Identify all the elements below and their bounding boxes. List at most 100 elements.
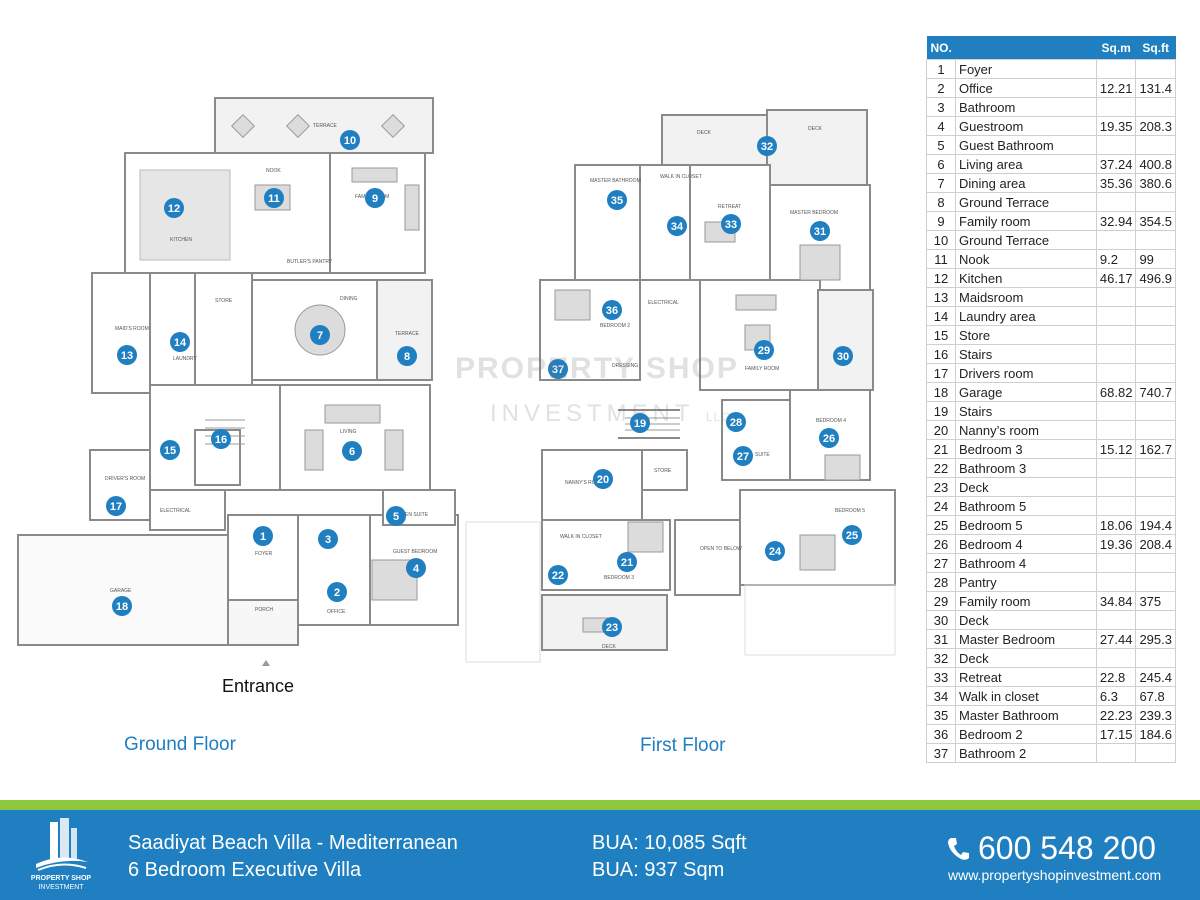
legend-cell-no: 1 — [926, 59, 956, 79]
legend-cell-name: Bedroom 4 — [955, 534, 1097, 554]
legend-cell-sqm — [1095, 287, 1137, 307]
legend-cell-name: Master Bedroom — [955, 629, 1097, 649]
bua-sqft: BUA: 10,085 Sqft — [592, 832, 747, 854]
legend-cell-sqm — [1095, 477, 1137, 497]
legend-cell-sqm: 32.94 — [1095, 211, 1137, 231]
label-dining: DINING — [340, 296, 358, 302]
legend-cell-sqft: 380.6 — [1135, 173, 1176, 193]
label-butlers: BUTLER'S PANTRY — [287, 259, 333, 265]
legend-cell-name: Bathroom 2 — [955, 743, 1097, 763]
legend-cell-sqm: 27.44 — [1095, 629, 1137, 649]
label-garage: GARAGE — [110, 588, 132, 594]
label-terrace: TERRACE — [313, 123, 338, 129]
label-retreat: RETREAT — [718, 204, 741, 210]
legend-cell-name: Ground Terrace — [955, 230, 1097, 250]
label-bed5: BEDROOM 5 — [835, 508, 865, 514]
legend-cell-no: 14 — [926, 306, 956, 326]
svg-text:2: 2 — [334, 587, 340, 599]
legend-cell-name: Stairs — [955, 344, 1097, 364]
label-living: LIVING — [340, 429, 357, 435]
legend-cell-no: 13 — [926, 287, 956, 307]
marker-4: 4 — [406, 558, 426, 578]
legend-cell-no: 10 — [926, 230, 956, 250]
legend-cell-sqft — [1135, 230, 1176, 250]
marker-18: 18 — [112, 596, 132, 616]
label-nannys: NANNY'S ROOM — [565, 480, 604, 486]
legend-cell-no: 4 — [926, 116, 956, 136]
phone-number[interactable]: 600 548 200 — [978, 830, 1156, 866]
label-bed2: BEDROOM 2 — [600, 323, 630, 329]
svg-text:35: 35 — [611, 195, 623, 207]
label-kitchen: KITCHEN — [170, 237, 192, 243]
svg-text:18: 18 — [116, 601, 128, 613]
legend-cell-name: Drivers room — [955, 363, 1097, 383]
legend-cell-no: 23 — [926, 477, 956, 497]
svg-text:5: 5 — [393, 511, 399, 523]
label-masterbed: MASTER BEDROOM — [790, 210, 838, 216]
marker-12: 12 — [164, 198, 184, 218]
legend-cell-no: 16 — [926, 344, 956, 364]
legend-cell-sqft — [1135, 477, 1176, 497]
marker-36: 36 — [602, 300, 622, 320]
legend-cell-no: 7 — [926, 173, 956, 193]
ground-floor-caption: Ground Floor — [124, 734, 236, 755]
legend-cell-name: Living area — [955, 154, 1097, 174]
legend-cell-sqft: 162.7 — [1135, 439, 1176, 459]
legend-cell-sqm — [1095, 572, 1137, 592]
legend-cell-name: Nanny’s room — [955, 420, 1097, 440]
legend-cell-sqft: 245.4 — [1135, 667, 1176, 687]
marker-14: 14 — [170, 332, 190, 352]
legend-cell-sqm — [1095, 401, 1137, 421]
svg-text:31: 31 — [814, 226, 826, 238]
legend-cell-sqft: 239.3 — [1135, 705, 1176, 725]
phone-icon — [948, 838, 969, 860]
legend-cell-no: 31 — [926, 629, 956, 649]
entrance-label: Entrance — [222, 676, 295, 696]
marker-33: 33 — [721, 214, 741, 234]
legend-cell-sqft — [1135, 325, 1176, 345]
legend-cell-no: 29 — [926, 591, 956, 611]
legend-cell-sqm — [1095, 553, 1137, 573]
svg-text:19: 19 — [634, 418, 646, 430]
legend-cell-no: 35 — [926, 705, 956, 725]
svg-text:12: 12 — [168, 203, 180, 215]
legend-cell-no: 9 — [926, 211, 956, 231]
legend-cell-name: Walk in closet — [955, 686, 1097, 706]
legend-cell-sqft: 99 — [1135, 249, 1176, 269]
legend-header-sqft: Sq.ft — [1135, 36, 1176, 60]
marker-13: 13 — [117, 345, 137, 365]
marker-24: 24 — [765, 541, 785, 561]
label-laundry: LAUNDRY — [173, 356, 197, 362]
legend-cell-no: 21 — [926, 439, 956, 459]
legend-cell-no: 19 — [926, 401, 956, 421]
website-link[interactable]: www.propertyshopinvestment.com — [948, 867, 1162, 883]
legend-cell-sqm: 22.23 — [1095, 705, 1137, 725]
legend-cell-name: Guestroom — [955, 116, 1097, 136]
legend-cell-sqft — [1135, 458, 1176, 478]
label-ensuite: EN SUITE — [405, 512, 429, 518]
legend-header-no: NO. — [926, 36, 1097, 60]
label-dressing: DRESSING — [612, 363, 638, 369]
legend-cell-no: 37 — [926, 743, 956, 763]
legend-cell-no: 2 — [926, 78, 956, 98]
svg-text:4: 4 — [413, 563, 420, 575]
